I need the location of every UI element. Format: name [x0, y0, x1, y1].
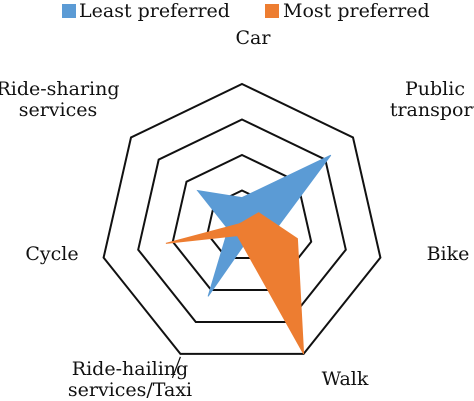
legend-label-least-preferred: Least preferred — [79, 0, 230, 22]
axis-label-line: Car — [236, 27, 272, 49]
axis-label-3: Walk — [322, 368, 369, 390]
axis-label-line: services/Taxi — [68, 379, 192, 401]
label-pointer-line — [171, 356, 181, 379]
axis-label-line: services — [19, 99, 98, 121]
chart-legend: Least preferred Most preferred — [62, 0, 430, 22]
grid-ring-4 — [102, 82, 382, 355]
axis-label-2: Bike — [427, 243, 470, 265]
series-area-most-preferred — [165, 212, 305, 355]
legend-swatch-least-preferred — [62, 4, 76, 18]
axis-label-line: Cycle — [25, 243, 78, 265]
axis-label-5: Cycle — [25, 243, 78, 265]
axis-label-line: Walk — [322, 368, 369, 390]
axis-label-line: Bike — [427, 243, 470, 265]
legend-swatch-most-preferred — [265, 4, 279, 18]
axis-label-line: transport — [390, 99, 474, 121]
axis-label-line: Ride-hailing — [72, 358, 188, 380]
axis-label-line: Public — [405, 78, 465, 100]
axis-label-line: Ride-sharing — [0, 78, 120, 100]
radar-series — [165, 154, 332, 355]
grid-ring-3 — [137, 118, 347, 323]
legend-label-most-preferred: Most preferred — [283, 0, 430, 22]
axis-label-0: Car — [236, 27, 272, 49]
